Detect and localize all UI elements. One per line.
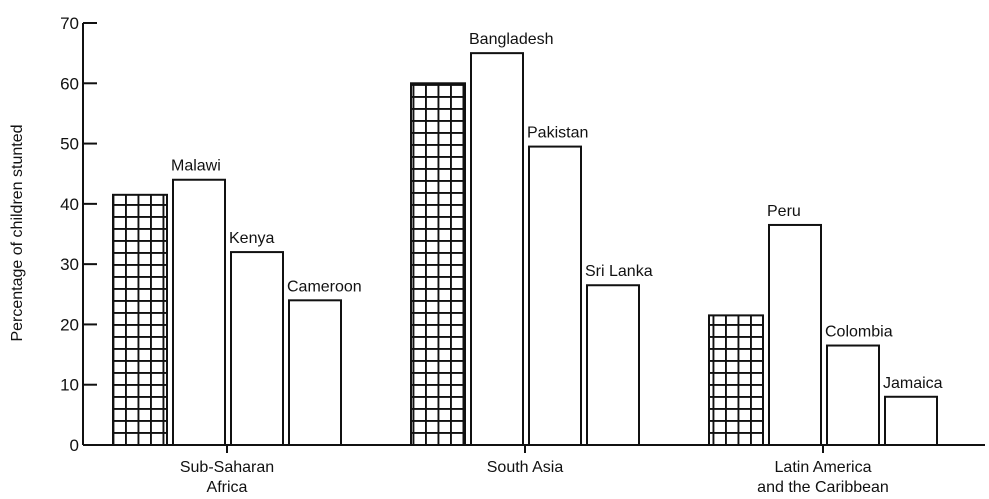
country-label: Peru — [767, 203, 801, 220]
y-tick-label: 0 — [70, 436, 79, 455]
country-label: Sri Lanka — [585, 263, 653, 280]
y-tick-label: 20 — [60, 315, 79, 334]
region-average-bar — [410, 82, 466, 447]
y-tick-label: 10 — [60, 376, 79, 395]
country-bar — [768, 223, 822, 446]
country-bar — [586, 284, 640, 446]
y-tick-label: 60 — [60, 74, 79, 93]
country-bar — [172, 178, 226, 446]
y-axis: 0 10 20 30 40 50 60 70 — [60, 14, 97, 455]
group-label: South Asia — [487, 459, 564, 476]
region-average-bar — [112, 193, 168, 446]
y-tick-label: 70 — [60, 14, 79, 33]
country-label: Malawi — [171, 158, 221, 175]
bars: MalawiKenyaCameroonBangladeshPakistanSri… — [112, 31, 943, 447]
country-bar — [230, 251, 284, 446]
country-label: Bangladesh — [469, 31, 554, 48]
country-bar — [884, 395, 938, 446]
y-tick-label: 40 — [60, 195, 79, 214]
region-average-bar — [708, 314, 764, 446]
country-label: Kenya — [229, 230, 274, 247]
country-bar — [528, 145, 582, 446]
country-bar — [470, 52, 524, 447]
country-label: Cameroon — [287, 278, 362, 295]
country-label: Pakistan — [527, 125, 588, 142]
y-axis-title: Percentage of children stunted — [9, 124, 26, 341]
y-tick-label: 30 — [60, 255, 79, 274]
country-bar — [826, 344, 880, 446]
country-label: Colombia — [825, 324, 893, 341]
country-bar — [288, 299, 342, 447]
y-tick-label: 50 — [60, 135, 79, 154]
country-label: Jamaica — [883, 375, 943, 392]
